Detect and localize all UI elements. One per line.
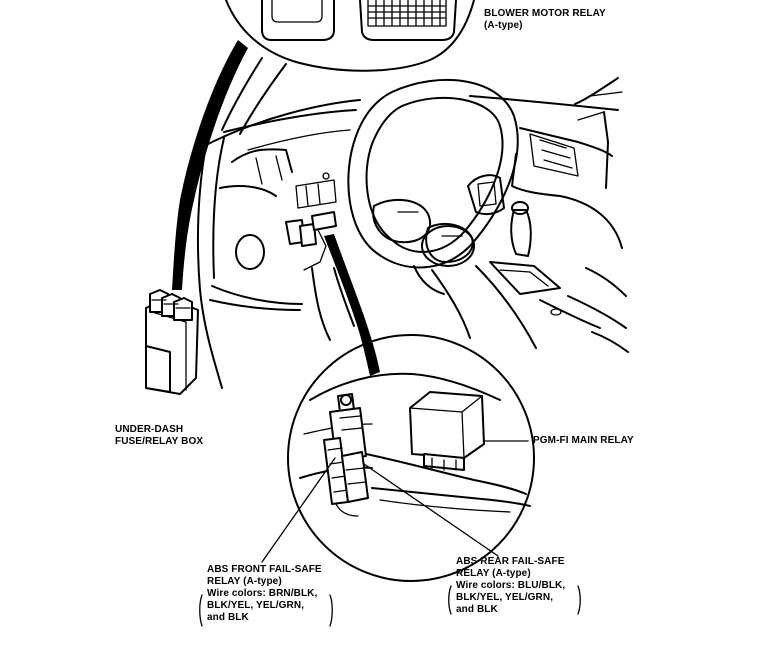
abs-front-line4: BLK/YEL, YEL/GRN,	[207, 600, 305, 611]
blower-motor-relay-title: BLOWER MOTOR RELAY	[484, 8, 606, 19]
leader-lines	[261, 440, 529, 563]
abs-front-line2: RELAY (A-type)	[207, 576, 282, 587]
blower-relay-grid	[367, 0, 447, 27]
dashboard	[197, 57, 629, 389]
under-dash-relays	[285, 211, 337, 271]
abs-front-line5: and BLK	[207, 612, 249, 623]
abs-rear-line4: BLK/YEL, YEL/GRN,	[456, 592, 554, 603]
abs-rear-line1: ABS REAR FAIL-SAFE	[456, 556, 565, 567]
inset-pointer-wedge	[172, 40, 248, 290]
blower-motor-relay-label: BLOWER MOTOR RELAY (A-type)	[484, 8, 606, 32]
under-dash-fuse-box-label: UNDER-DASH FUSE/RELAY BOX	[115, 424, 203, 448]
abs-rear-leader	[363, 463, 499, 557]
blower-motor-relay-type: (A-type)	[484, 20, 523, 31]
under-dash-label-line1: UNDER-DASH	[115, 424, 184, 435]
abs-rear-line2: RELAY (A-type)	[456, 568, 531, 579]
abs-front-line3: Wire colors: BRN/BLK,	[207, 588, 318, 599]
lower-inset	[287, 334, 535, 582]
abs-relay-stack	[323, 393, 369, 517]
blower-relay-inset	[225, 0, 475, 72]
abs-front-fail-safe-label: ABS FRONT FAIL-SAFE RELAY (A-type) Wire …	[207, 564, 322, 624]
lower-pointer-wedge	[324, 234, 380, 376]
abs-front-line1: ABS FRONT FAIL-SAFE	[207, 564, 322, 575]
abs-front-leader	[261, 457, 336, 563]
steering-wheel	[347, 78, 519, 295]
gear-shifter	[489, 201, 601, 329]
abs-rear-fail-safe-label: ABS REAR FAIL-SAFE RELAY (A-type) Wire c…	[456, 556, 565, 616]
pgm-fi-main-relay-label: PGM-FI MAIN RELAY	[533, 435, 634, 446]
under-dash-label-line2: FUSE/RELAY BOX	[115, 436, 204, 447]
fuse-relay-box	[145, 289, 199, 395]
abs-rear-line5: and BLK	[456, 604, 498, 615]
abs-rear-line3: Wire colors: BLU/BLK,	[456, 580, 566, 591]
pgm-fi-main-relay	[409, 391, 485, 471]
